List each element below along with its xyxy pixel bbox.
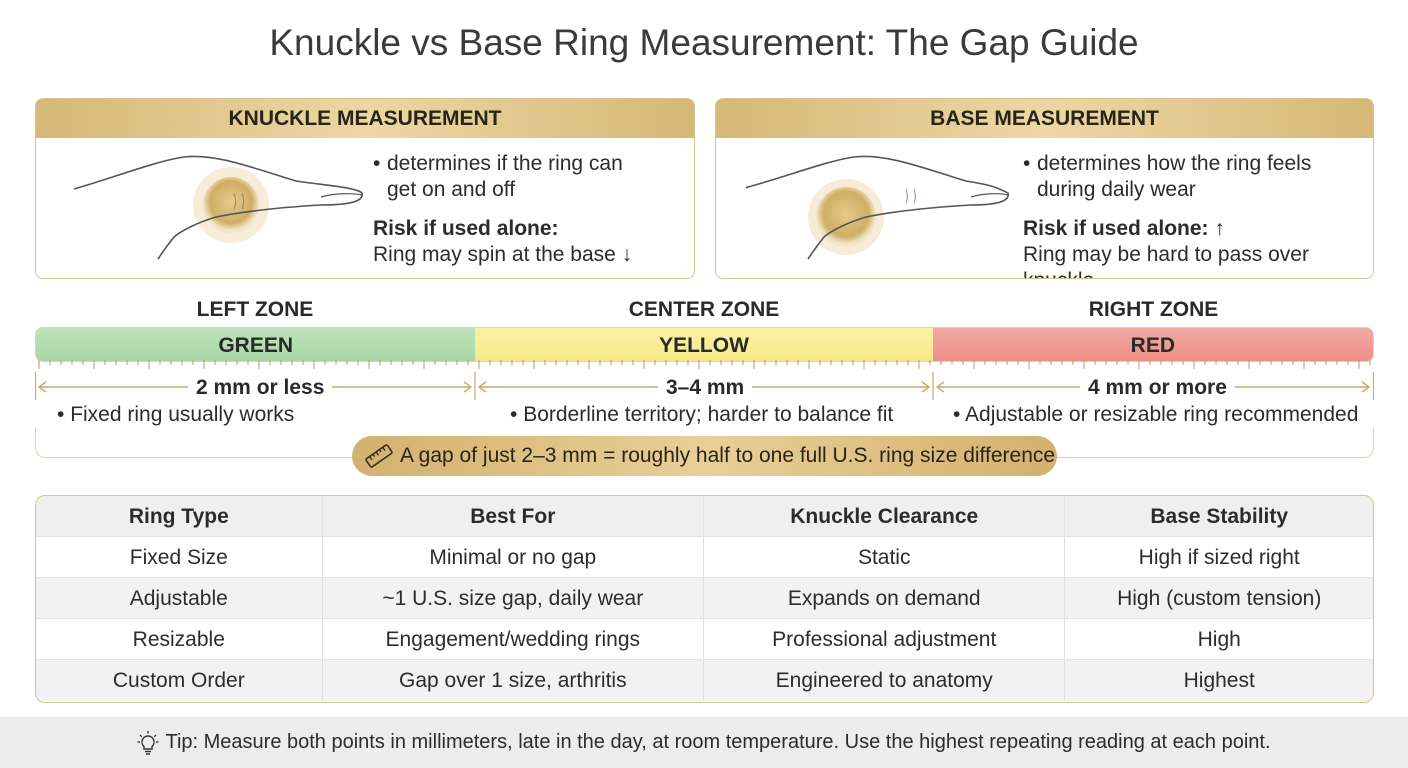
table-header-cell: Base Stability — [1065, 496, 1373, 537]
zone-range-left: 2 mm or less — [188, 376, 333, 400]
zone-red-segment: RED — [932, 328, 1373, 361]
base-risk-text: Ring may be hard to pass over knuckle — [1023, 243, 1309, 278]
arrowhead — [1361, 381, 1371, 393]
knuckle-measurement-card: KNUCKLE MEASUREMENT •determines if the r… — [35, 98, 695, 279]
table-cell: Fixed Size — [36, 537, 323, 578]
table-cell: Engineered to anatomy — [704, 660, 1066, 701]
card-heading: BASE MEASUREMENT — [716, 99, 1373, 138]
lightbulb-icon — [137, 730, 159, 755]
knuckle-card-text: •determines if the ring can get on and o… — [373, 151, 647, 268]
size-difference-callout: A gap of just 2–3 mm = roughly half to o… — [352, 436, 1057, 476]
arrowhead — [935, 381, 945, 393]
knuckle-bullet-text: determines if the ring can get on and of… — [387, 152, 623, 201]
table-cell: Expands on demand — [704, 578, 1066, 619]
zone-title-center: CENTER ZONE — [628, 298, 780, 321]
table-cell: Resizable — [36, 619, 323, 660]
table-cell: High if sized right — [1065, 537, 1373, 578]
knuckle-risk-title: Risk if used alone: — [373, 217, 559, 240]
table-header-cell: Knuckle Clearance — [704, 496, 1066, 537]
table-header-row: Ring Type Best For Knuckle Clearance Bas… — [36, 496, 1373, 537]
table-row: Adjustable ~1 U.S. size gap, daily wear … — [36, 578, 1373, 619]
base-measurement-card: BASE MEASUREMENT •determines how the rin… — [715, 98, 1374, 279]
table-row: Fixed Size Minimal or no gap Static High… — [36, 537, 1373, 578]
table-cell: ~1 U.S. size gap, daily wear — [322, 578, 704, 619]
zone-range-center: 3–4 mm — [658, 376, 753, 400]
arrowhead — [37, 381, 47, 393]
table-cell: High — [1065, 619, 1373, 660]
ruler-icon — [365, 444, 393, 468]
card-heading: KNUCKLE MEASUREMENT — [36, 99, 694, 138]
table-cell: Minimal or no gap — [322, 537, 704, 578]
arrowhead — [463, 381, 473, 393]
zone-yellow-segment: YELLOW — [475, 328, 933, 361]
knuckle-risk-text: Ring may spin at the base ↓ — [373, 243, 633, 266]
arrowhead — [921, 381, 931, 393]
table-header-cell: Ring Type — [36, 496, 323, 537]
tip-footer: Tip: Measure both points in millimeters,… — [0, 717, 1408, 768]
table-header-cell: Best For — [322, 496, 704, 537]
zone-note-right: • Adjustable or resizable ring recommend… — [953, 403, 1359, 426]
table-cell: Adjustable — [36, 578, 323, 619]
table-row: Custom Order Gap over 1 size, arthritis … — [36, 660, 1373, 701]
zone-green-segment: GREEN — [36, 328, 476, 361]
ruler-scale — [35, 360, 1374, 400]
table-row: Resizable Engagement/wedding rings Profe… — [36, 619, 1373, 660]
callout-text: A gap of just 2–3 mm = roughly half to o… — [400, 444, 1056, 467]
base-bullet-text: determines how the ring feels during dai… — [1037, 152, 1312, 201]
table-cell: Engagement/wedding rings — [322, 619, 704, 660]
zone-title-right: RIGHT ZONE — [1088, 298, 1219, 321]
base-card-text: •determines how the ring feels during da… — [1023, 151, 1373, 278]
table-cell: Highest — [1183, 669, 1255, 692]
ring-type-table: Ring Type Best For Knuckle Clearance Bas… — [35, 495, 1374, 703]
gap-zone-bar: GREEN YELLOW RED — [35, 327, 1374, 362]
table-cell: High (custom tension) — [1065, 578, 1373, 619]
table-cell: Custom Order — [36, 660, 323, 701]
zone-note-center: • Borderline territory; harder to balanc… — [510, 403, 894, 426]
table-cell: Professional adjustment — [704, 619, 1066, 660]
base-risk-title: Risk if used alone: ↑ — [1023, 217, 1225, 240]
page-title: Knuckle vs Base Ring Measurement: The Ga… — [269, 22, 1139, 63]
arrowhead — [477, 381, 487, 393]
zone-title-left: LEFT ZONE — [196, 298, 314, 321]
finger-knuckle-illustration — [73, 155, 363, 260]
finger-base-illustration — [746, 155, 1009, 260]
zone-range-right: 4 mm or more — [1080, 376, 1235, 400]
table-cell: Gap over 1 size, arthritis — [323, 660, 704, 701]
tip-text: Tip: Measure both points in millimeters,… — [165, 731, 1271, 753]
zone-note-left: • Fixed ring usually works — [57, 403, 295, 426]
table-cell: Static — [704, 537, 1066, 578]
